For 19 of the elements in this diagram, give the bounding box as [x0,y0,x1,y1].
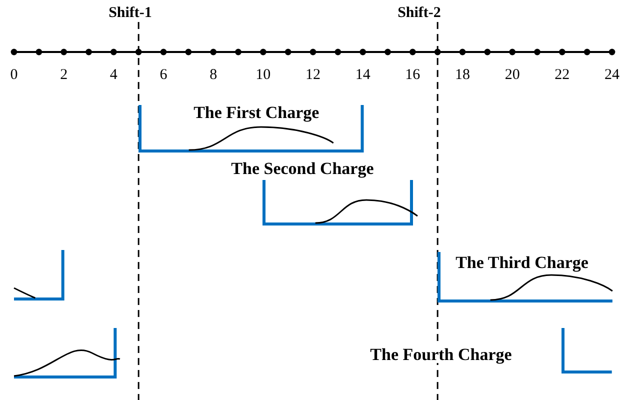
charge-label: The Third Charge [456,254,588,271]
tick-label: 2 [60,68,68,83]
shift-label: Shift-2 [398,6,441,21]
tick-label: 24 [604,68,620,83]
charge-label: The First Charge [194,104,320,121]
tick-label: 14 [355,68,370,83]
charge-label: The Second Charge [231,160,374,177]
tick-label: 18 [455,68,470,83]
tick-label: 22 [554,68,570,83]
tick-label: 0 [10,68,18,83]
charge-label: The Fourth Charge [370,346,512,363]
tick-label: 8 [210,68,218,83]
tick-label: 6 [160,68,168,83]
tick-label: 20 [504,68,520,83]
tick-label: 12 [306,68,320,83]
tick-label: 4 [110,68,118,83]
tick-label: 16 [405,68,420,83]
tick-label: 10 [256,68,271,83]
shift-label: Shift-1 [108,6,152,21]
